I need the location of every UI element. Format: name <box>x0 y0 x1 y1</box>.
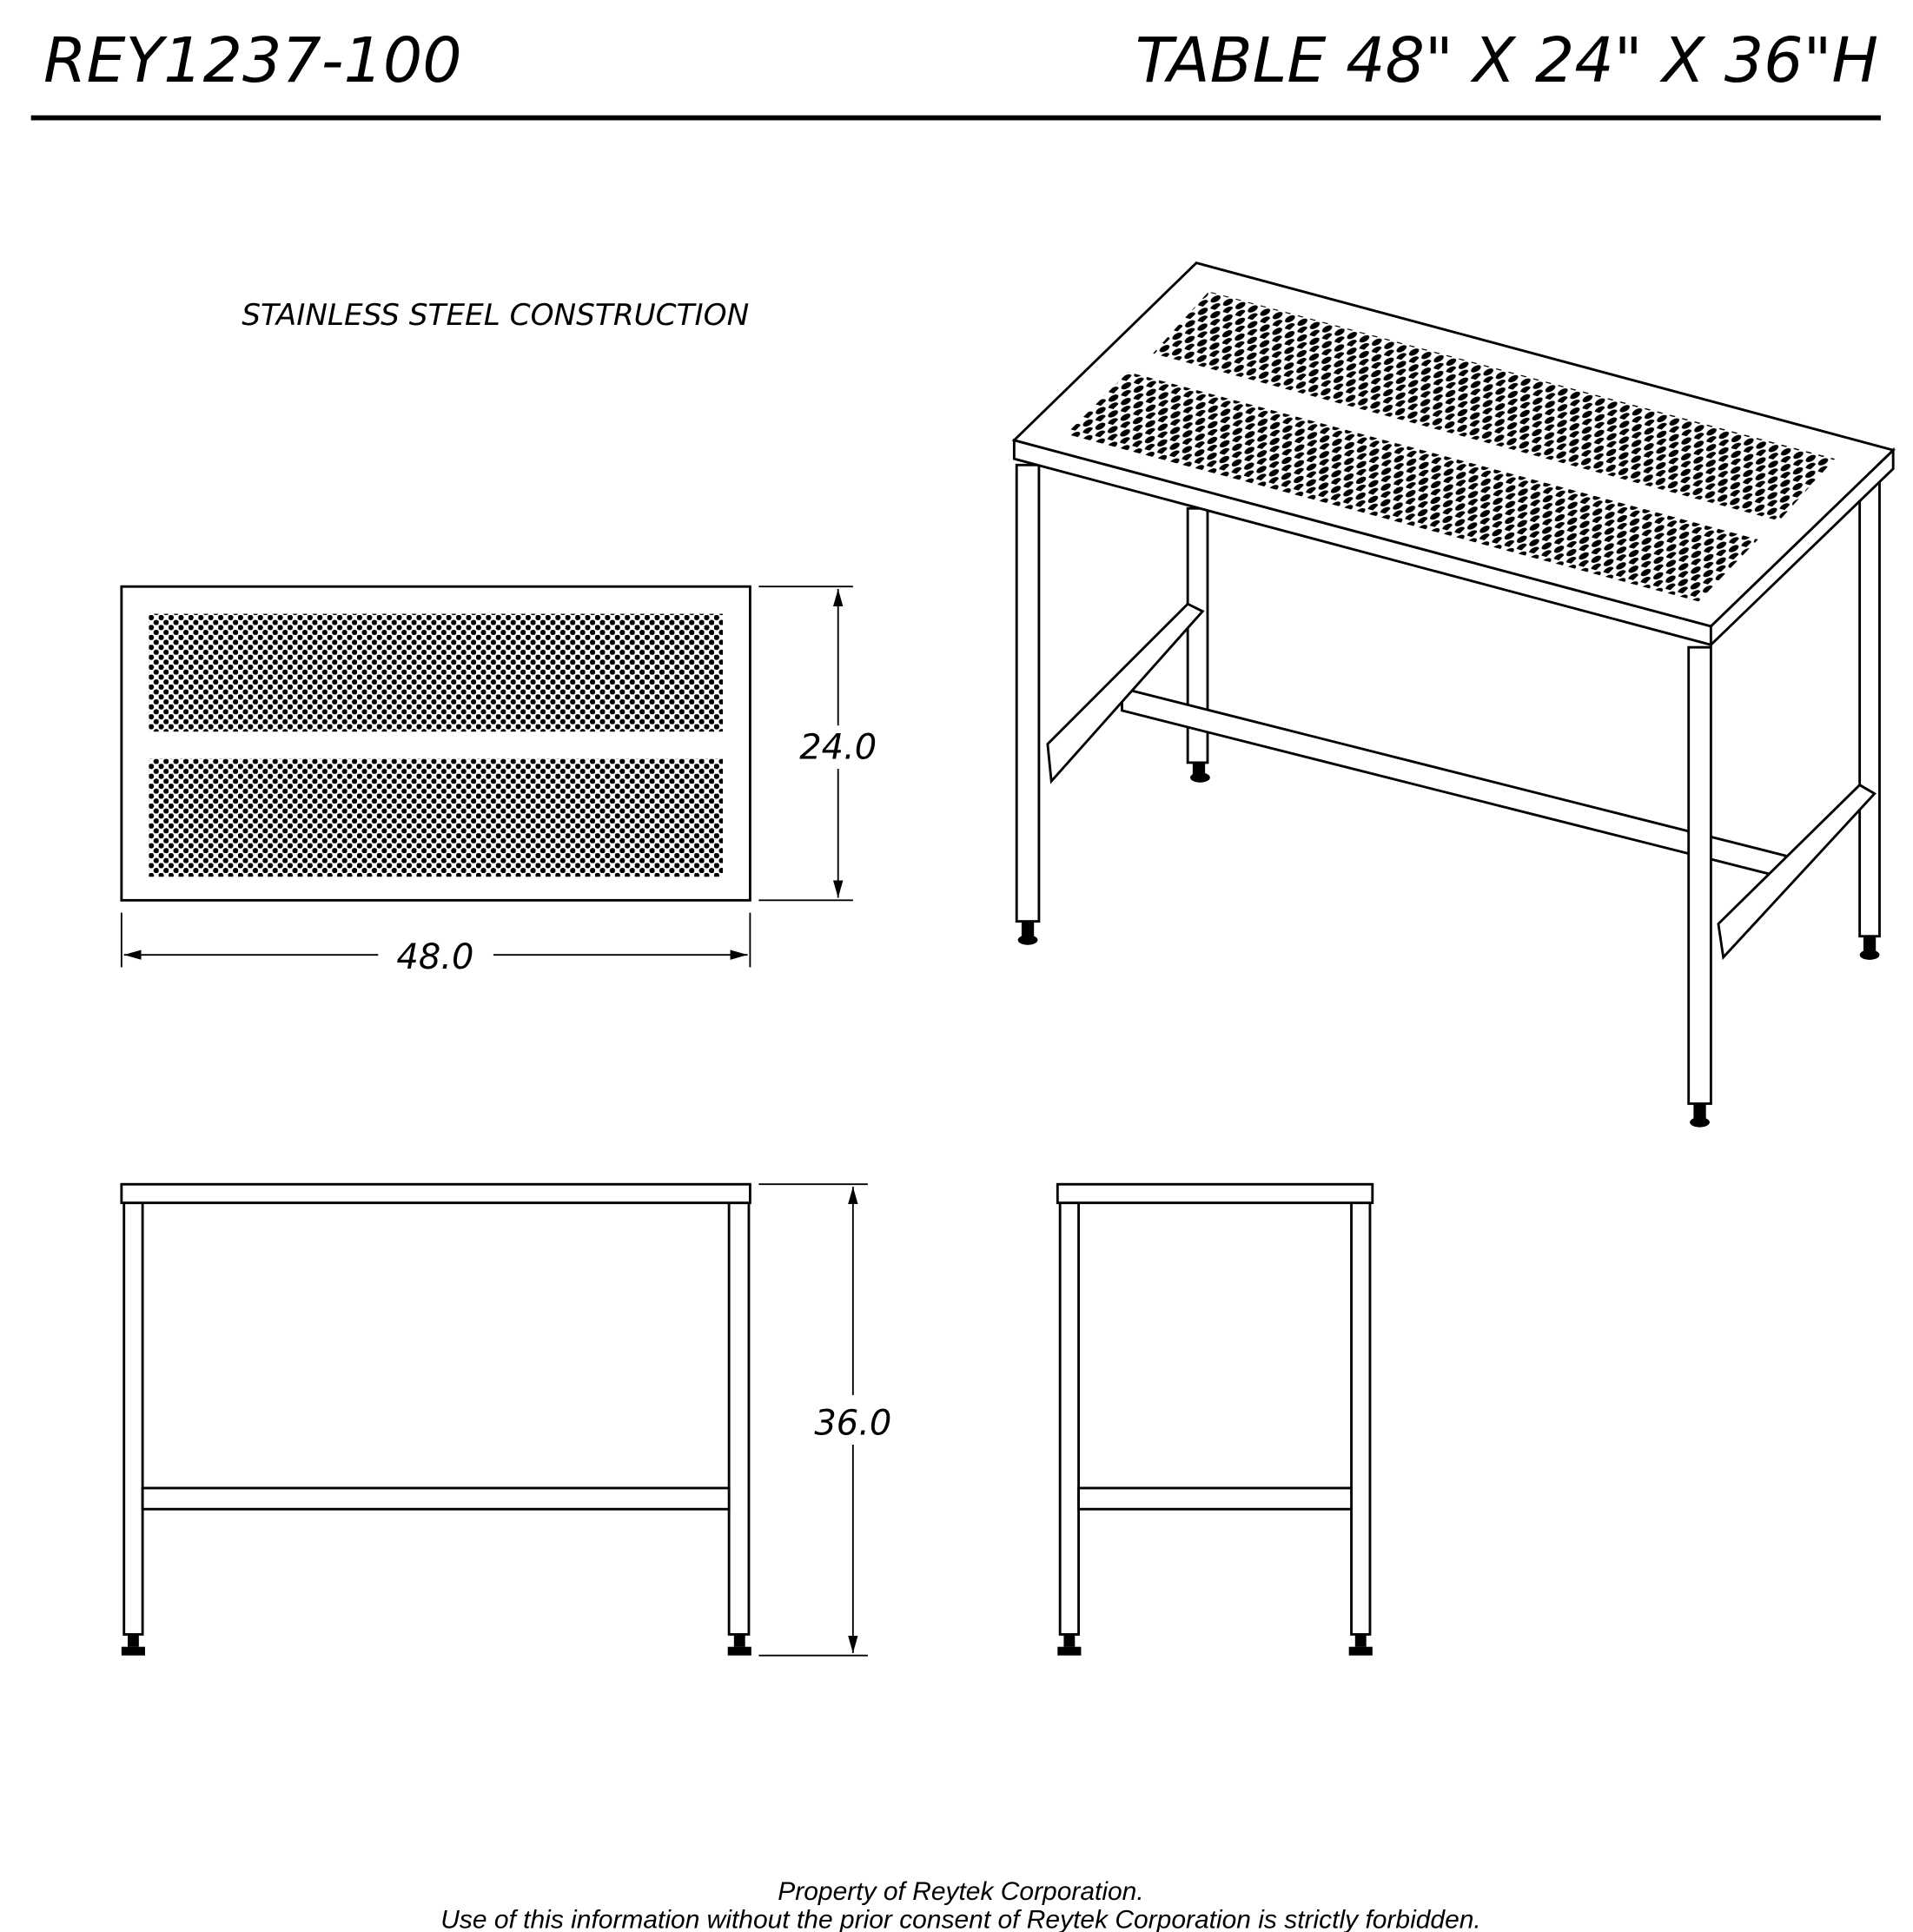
depth-dimension: 24.0 <box>799 728 877 768</box>
isometric-view <box>1011 261 1896 1128</box>
perforated-area <box>1066 372 1758 602</box>
drawing-title: TABLE 48" X 24" X 36"H <box>1135 24 1878 96</box>
top-view: 24.0 48.0 <box>120 585 877 977</box>
perforated-area <box>149 758 723 877</box>
width-dimension: 48.0 <box>396 937 473 977</box>
part-number: REY1237-100 <box>43 24 462 96</box>
footer-property: Property of Reytek Corporation. <box>778 1877 1143 1906</box>
front-view: 36.0 <box>120 1182 891 1657</box>
side-view <box>1056 1182 1374 1656</box>
footer-disclaimer: Use of this information without the prio… <box>440 1906 1480 1932</box>
height-dimension: 36.0 <box>814 1404 891 1444</box>
perforated-area <box>1153 291 1836 521</box>
material-note: STAINLESS STEEL CONSTRUCTION <box>242 298 749 333</box>
perforated-area <box>149 613 723 732</box>
